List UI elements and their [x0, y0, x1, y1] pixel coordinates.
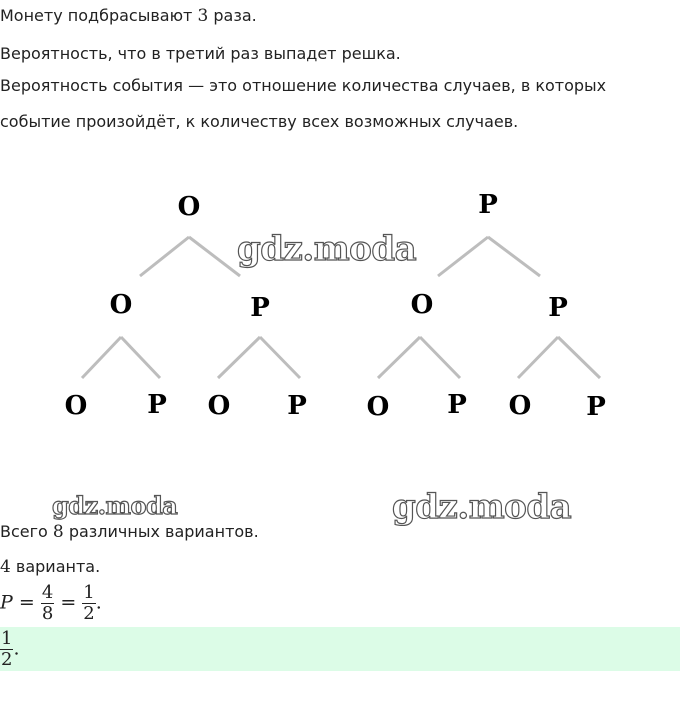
fraction-denominator: 2 — [83, 603, 95, 624]
tree-edge — [376, 335, 422, 380]
tree-edge — [437, 235, 489, 278]
tree-edge — [258, 335, 302, 380]
statement-text-start: Монету подбрасывают — [0, 6, 198, 25]
answer-denominator: 2 — [1, 649, 13, 670]
tree-node-level1: Р — [478, 190, 498, 220]
favorable-count: 4 — [0, 557, 11, 577]
tree-edge — [556, 335, 602, 380]
total-text-start: Всего — [0, 522, 53, 541]
tree-edge — [487, 235, 541, 278]
tree-node-level3: Р — [147, 390, 167, 420]
tree-node-level3: О — [509, 391, 532, 421]
formula-variable: P — [0, 591, 13, 614]
tree-node-level3: Р — [447, 390, 467, 420]
toss-count: 3 — [197, 6, 209, 26]
fraction-numerator: 1 — [82, 582, 96, 604]
total-outcomes: Всего 8 различных вариантов. — [0, 522, 259, 542]
watermark: gdz.moda — [52, 491, 177, 520]
watermark: gdz.moda — [237, 229, 417, 269]
tree-edge — [516, 335, 560, 380]
tree-edge — [119, 335, 162, 380]
favorable-text: варианта. — [10, 557, 101, 576]
fraction-denominator: 8 — [41, 603, 54, 624]
tree-edge — [216, 335, 262, 380]
tree-node-level1: О — [178, 192, 201, 222]
tree-node-level2: Р — [250, 293, 270, 323]
tree-node-level3: Р — [586, 392, 606, 422]
watermark: gdz.moda — [392, 487, 572, 526]
tree-node-level3: О — [367, 392, 390, 422]
definition-line-2: событие произойдёт, к количеству всех во… — [0, 112, 519, 131]
answer-numerator: 1 — [0, 628, 14, 650]
question-text: Вероятность, что в третий раз выпадет ре… — [0, 44, 401, 63]
tree-edge — [139, 235, 190, 278]
tree-edge — [188, 235, 241, 278]
total-count: 8 — [52, 522, 64, 542]
tree-node-level3: О — [65, 391, 88, 421]
tree-node-level2: Р — [548, 293, 568, 323]
tree-edge — [80, 335, 123, 380]
definition-line-1: Вероятность события — это отношение коли… — [0, 76, 607, 95]
answer-period: . — [13, 637, 20, 660]
equals-sign: = — [18, 591, 35, 614]
tree-node-level2: О — [110, 290, 133, 320]
total-text-end: различных вариантов. — [63, 522, 259, 541]
favorable-outcomes: 4 варианта. — [0, 557, 100, 577]
tree-node-level3: О — [208, 391, 231, 421]
equals-sign: = — [60, 591, 77, 614]
problem-statement: Монету подбрасывают 3 раза. — [0, 6, 257, 26]
statement-text-end: раза. — [208, 6, 257, 25]
probability-tree: О Р О Р О Р О Р О Р О Р О Р gdz.moda — [65, 190, 606, 422]
tree-node-level2: О — [411, 290, 434, 320]
watermark-row: gdz.moda gdz.moda — [51, 486, 572, 526]
tree-node-level3: Р — [287, 391, 307, 421]
formula-period: . — [95, 591, 102, 614]
fraction-numerator: 4 — [40, 582, 55, 604]
tree-edge — [418, 335, 462, 380]
